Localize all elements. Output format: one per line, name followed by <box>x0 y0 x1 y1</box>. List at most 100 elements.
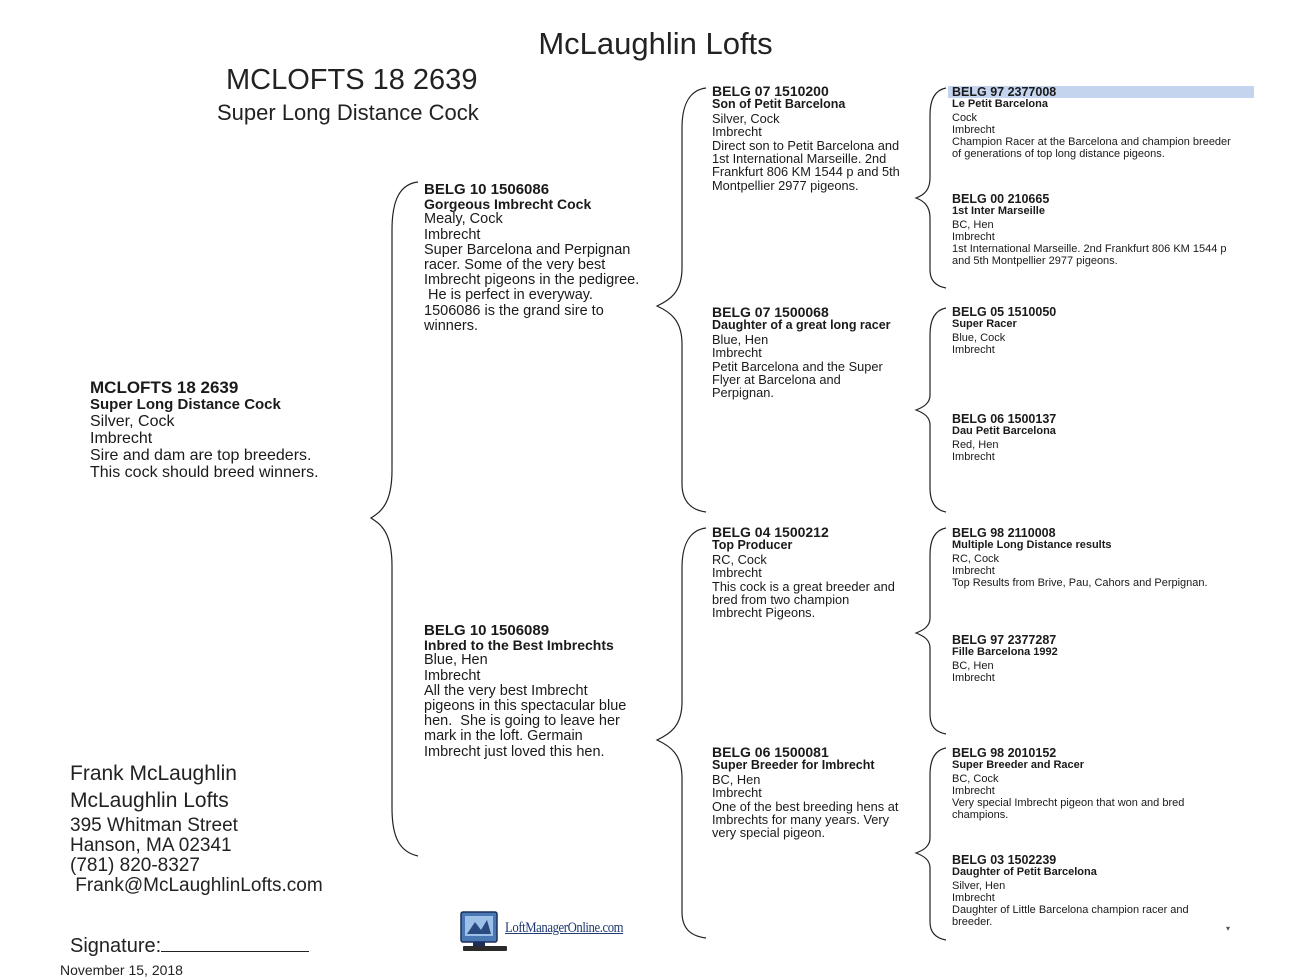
scan-speck: ▾ <box>1226 924 1231 933</box>
phone-number: (781) 820-8327 <box>70 855 200 876</box>
bird-line: Cock <box>952 112 978 124</box>
signature-label: Signature: <box>70 935 162 957</box>
ring-number: BELG 06 1500081 <box>712 744 829 760</box>
contact-block: Frank McLaughlin McLaughlin Lofts 395 Wh… <box>70 760 323 896</box>
bird-dsd: BELG 97 2377287 Fille Barcelona 1992 BC,… <box>952 634 1058 684</box>
bird-line: Imbrecht <box>712 785 762 801</box>
bird-subject: MCLOFTS 18 2639 Super Long Distance Cock… <box>90 379 319 481</box>
bird-line: Direct son to Petit Barcelona and <box>712 137 900 153</box>
bird-line: RC, Cock <box>712 551 767 567</box>
signature-line: Signature: <box>70 933 310 958</box>
ring-number: BELG 98 2110008 <box>952 526 1056 540</box>
bird-name: Dau Petit Barcelona <box>952 425 1056 437</box>
bird-line: Super Barcelona and Perpignan <box>424 241 631 258</box>
bracket-gen2-dam <box>655 527 707 939</box>
bird-ssd: BELG 00 210665 1st Inter Marseille BC, H… <box>952 193 1227 267</box>
email-address: Frank@McLaughlinLofts.com <box>70 875 323 896</box>
bird-sire: BELG 10 1506086 Gorgeous Imbrecht Cock M… <box>424 182 639 334</box>
logo-text: LoftManagerOnline.com <box>505 920 624 936</box>
ring-number: BELG 97 2377287 <box>952 633 1057 647</box>
bird-line: breeder. <box>952 916 993 928</box>
bird-line: Imbrechts for many years. Very <box>712 812 890 828</box>
bird-line: of generations of top long distance pige… <box>952 148 1165 160</box>
bird-line: Imbrecht <box>712 565 762 581</box>
ring-number: BELG 98 2010152 <box>952 746 1057 760</box>
bird-name: Super Long Distance Cock <box>90 396 281 413</box>
bracket-gen3-dd <box>914 747 947 941</box>
bracket-gen3-ds <box>914 527 947 735</box>
bird-desc-heading: Super Long Distance Cock <box>217 100 479 125</box>
bird-line: Imbrecht <box>90 430 153 447</box>
bird-dam: BELG 10 1506089 Inbred to the Best Imbre… <box>424 623 626 760</box>
bird-name: Inbred to the Best Imbrechts <box>424 637 614 654</box>
bird-line: Imbrecht <box>952 451 995 463</box>
bird-line: Silver, Cock <box>712 110 780 126</box>
bird-name: Super Racer <box>952 318 1017 330</box>
bird-line: Very special Imbrecht pigeon that won an… <box>952 797 1185 809</box>
bird-name: Daughter of a great long racer <box>712 318 891 333</box>
bird-line: 1506086 is the grand sire to <box>424 302 604 319</box>
ring-number: BELG 10 1506086 <box>424 181 550 198</box>
bird-line: Silver, Hen <box>952 880 1006 892</box>
bird-line: bred from two champion <box>712 592 850 608</box>
bird-line: Petit Barcelona and the Super <box>712 358 883 374</box>
bird-name: Le Petit Barcelona <box>952 98 1048 110</box>
bird-line: BC, Hen <box>952 219 994 231</box>
bird-line: Imbrecht <box>952 565 995 577</box>
bird-line: Imbrecht <box>952 785 995 797</box>
bracket-gen1 <box>369 181 419 857</box>
bird-line: pigeons in this spectacular blue <box>424 698 627 715</box>
ring-number: MCLOFTS 18 2639 <box>90 378 239 397</box>
bird-line: This cock should breed winners. <box>90 464 319 481</box>
bird-line: Daughter of Little Barcelona champion ra… <box>952 904 1189 916</box>
bird-line: Blue, Cock <box>952 332 1006 344</box>
bird-line: All the very best Imbrecht <box>424 682 588 699</box>
bird-line: BC, Cock <box>952 773 999 785</box>
bracket-gen3-ss <box>914 87 947 289</box>
bird-line: Flyer at Barcelona and <box>712 372 841 388</box>
bird-line: racer. Some of the very best <box>424 257 606 274</box>
bird-line: 1st International Marseille. 2nd <box>712 151 887 167</box>
bird-sire-sire: BELG 07 1510200 Son of Petit Barcelona S… <box>712 84 900 193</box>
ring-number: BELG 00 210665 <box>952 192 1050 206</box>
bird-line: He is perfect in everyway. <box>424 287 593 304</box>
bird-line: Sire and dam are top breeders. <box>90 447 312 464</box>
bracket-gen2-sire <box>655 87 707 513</box>
signature-blank <box>161 933 310 952</box>
computer-monitor-icon <box>460 911 507 951</box>
bird-line: Top Results from Brive, Pau, Cahors and … <box>952 577 1208 589</box>
bird-line: Blue, Hen <box>712 331 769 347</box>
bird-dam-dam: BELG 06 1500081 Super Breeder for Imbrec… <box>712 744 898 841</box>
bird-sds: BELG 05 1510050 Super Racer Blue, Cock I… <box>952 306 1056 356</box>
bird-id-heading: MCLOFTS 18 2639 <box>226 64 478 96</box>
bird-line: hen. She is going to leave her <box>424 713 620 730</box>
bird-dss: BELG 98 2110008 Multiple Long Distance r… <box>952 527 1208 589</box>
ring-number: BELG 06 1500137 <box>952 412 1057 426</box>
street-address: 395 Whitman Street <box>70 815 238 836</box>
bird-name: 1st Inter Marseille <box>952 205 1045 217</box>
bird-name: Daughter of Petit Barcelona <box>952 866 1097 878</box>
bird-name: Top Producer <box>712 538 793 553</box>
bird-line: mark in the loft. Germain <box>424 728 583 745</box>
bird-line: Imbrecht <box>952 344 995 356</box>
bird-line: Imbrecht <box>952 231 995 243</box>
ring-number: BELG 05 1510050 <box>952 305 1057 319</box>
loft-name: McLaughlin Lofts <box>70 789 229 812</box>
bird-line: very special pigeon. <box>712 825 826 841</box>
bird-line: winners. <box>424 317 478 334</box>
bird-line: Imbrecht <box>424 667 481 684</box>
page-title: McLaughlin Lofts <box>538 26 773 61</box>
ring-number: BELG 10 1506089 <box>424 622 550 639</box>
bird-line: Perpignan. <box>712 385 774 401</box>
bird-line: 1st International Marseille. 2nd Frankfu… <box>952 243 1227 255</box>
bird-line: RC, Cock <box>952 553 1000 565</box>
bird-line: Montpellier 2977 pigeons. <box>712 177 859 193</box>
bird-name: Fille Barcelona 1992 <box>952 646 1058 658</box>
ring-number-highlighted: BELG 97 2377008 <box>948 86 1254 98</box>
bracket-gen3-sd <box>914 307 947 513</box>
bird-sss: BELG 97 2377008 Le Petit Barcelona Cock … <box>948 86 1254 160</box>
bird-line: Imbrecht pigeons in the pedigree. <box>424 272 640 289</box>
bird-sire-dam: BELG 07 1500068 Daughter of a great long… <box>712 305 891 401</box>
print-date: November 15, 2018 <box>60 962 183 978</box>
bird-ddd: BELG 03 1502239 Daughter of Petit Barcel… <box>952 854 1189 928</box>
